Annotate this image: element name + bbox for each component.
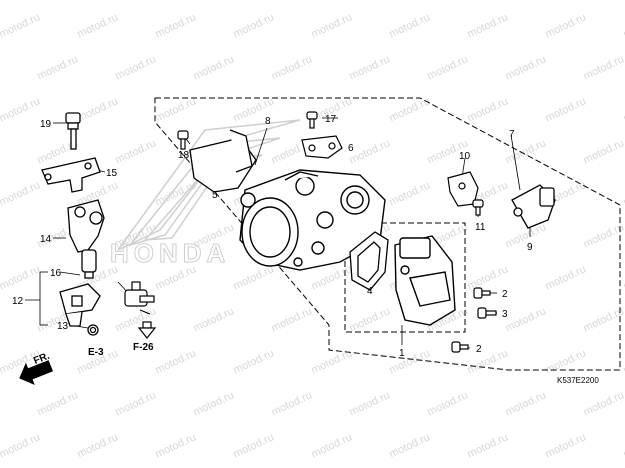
ref-f26: F-26 [133, 342, 154, 353]
part-17-screw [306, 111, 318, 129]
callout-5: 5 [212, 190, 218, 201]
sensor-sub-box [344, 222, 466, 333]
brand-mark-text: HONDA [110, 238, 230, 268]
throttle-body [239, 169, 386, 271]
callout-3: 3 [502, 309, 508, 320]
part-4-gasket [349, 231, 389, 291]
part-12-sensor [59, 283, 101, 327]
callout-7: 7 [509, 129, 515, 140]
part-13-washer [87, 324, 99, 336]
front-arrow-icon [19, 360, 54, 385]
part-1-sensor-unit [394, 235, 456, 326]
part-2-bolt-lower [451, 341, 469, 353]
callout-12: 12 [12, 296, 24, 307]
f26-arrow-icon [137, 321, 157, 339]
callout-18: 18 [178, 150, 190, 161]
part-15-bracket [41, 157, 101, 193]
throttle-body-assembly-box [154, 97, 621, 371]
part-9-sensor [511, 184, 556, 229]
callout-9: 9 [527, 242, 533, 253]
callout-8: 8 [265, 116, 271, 127]
callouts: 19 15 14 16 12 13 18 5 8 17 6 10 11 7 9 … [12, 114, 533, 359]
callout-14: 14 [40, 234, 52, 245]
callout-19: 19 [40, 119, 52, 130]
connector-f26 [124, 281, 155, 315]
part-11-screw [472, 199, 484, 216]
callout-2-lower: 2 [476, 344, 482, 355]
part-6-plate [301, 135, 343, 159]
part-5-cover [189, 129, 257, 193]
callout-1: 1 [399, 348, 405, 359]
callout-2-upper: 2 [502, 289, 508, 300]
callout-6: 6 [348, 143, 354, 154]
part-3-bolt [477, 307, 497, 319]
callout-10: 10 [459, 151, 471, 162]
ref-e3: E-3 [88, 347, 104, 358]
callout-13: 13 [57, 321, 69, 332]
part-2-bolt-upper [473, 287, 491, 299]
callout-16: 16 [50, 268, 62, 279]
part-19-bolt [65, 112, 81, 150]
assembly-outline [154, 97, 621, 371]
callout-15: 15 [106, 168, 118, 179]
callout-11: 11 [475, 222, 486, 233]
diagram-code: K537E2200 [557, 376, 599, 385]
part-18-bolt [177, 130, 189, 150]
callout-4: 4 [367, 286, 373, 297]
part-14-injector [67, 199, 105, 279]
callout-17: 17 [325, 114, 337, 125]
